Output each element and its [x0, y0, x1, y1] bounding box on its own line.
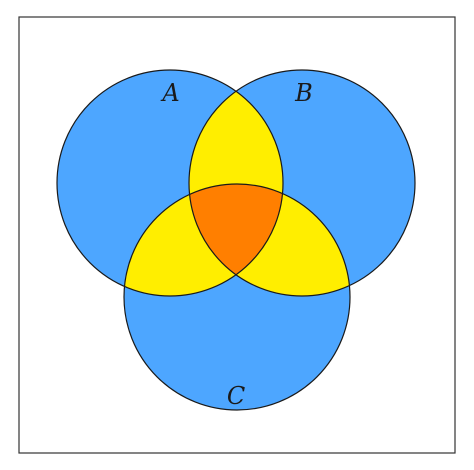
- set-a-label: A: [160, 79, 179, 107]
- set-b-label: B: [294, 79, 313, 107]
- set-a-outline: [56, 69, 284, 297]
- intersection-bc: [189, 184, 350, 296]
- circle-outlines: [56, 69, 416, 411]
- set-c-outline: [123, 183, 351, 411]
- set-c-label: C: [227, 382, 245, 410]
- intersection-ac: [124, 184, 283, 296]
- set-b-outline: [188, 69, 416, 297]
